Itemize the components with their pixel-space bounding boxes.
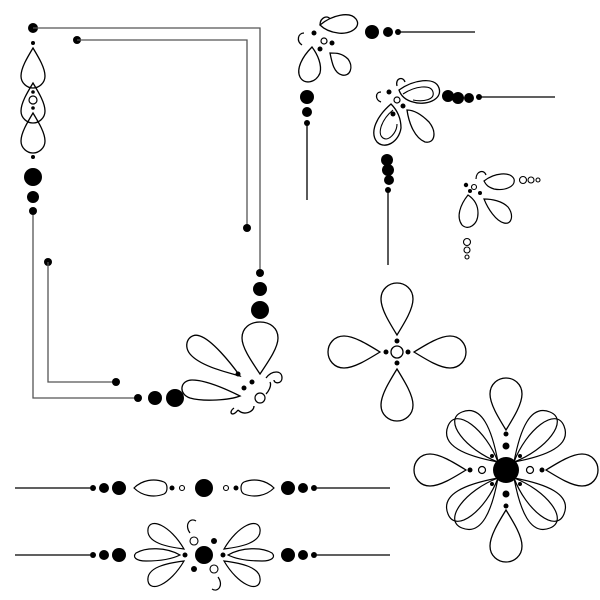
corner-ornament-tiny	[458, 170, 541, 260]
large-flower-medallion	[413, 377, 599, 563]
divider-simple	[15, 479, 390, 497]
corner-ornament-small	[297, 14, 475, 200]
four-petal-flower	[327, 282, 467, 422]
frame-corner-ornament	[20, 23, 283, 415]
corner-ornament-medium	[373, 77, 555, 265]
divider-floral	[15, 519, 390, 591]
